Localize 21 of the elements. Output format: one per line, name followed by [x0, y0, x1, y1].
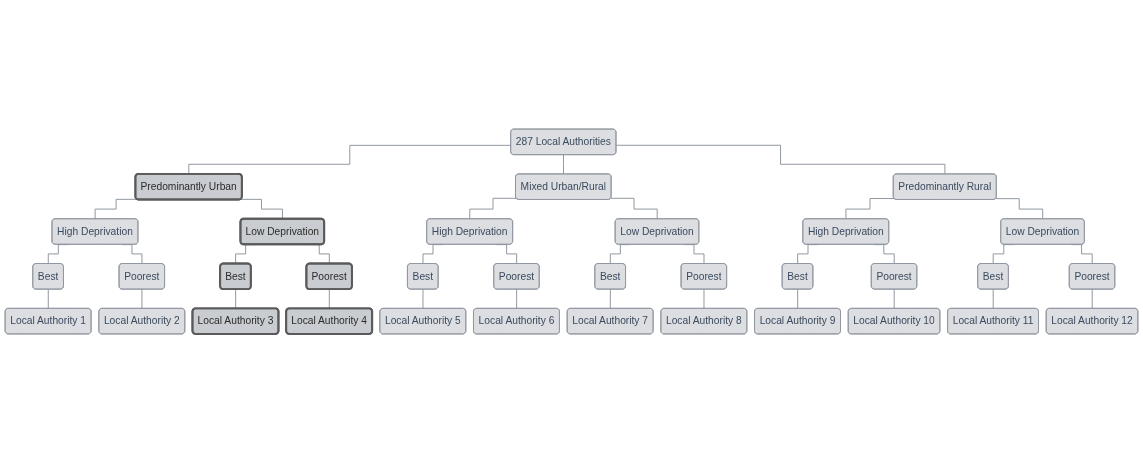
connector — [995, 198, 1044, 220]
connector — [188, 144, 512, 175]
connector — [469, 197, 517, 220]
connector — [845, 198, 895, 220]
connector — [141, 288, 143, 310]
connector — [422, 288, 424, 310]
connector — [615, 144, 946, 175]
connector — [797, 288, 799, 310]
connector — [992, 288, 994, 310]
connector — [240, 198, 284, 220]
connector — [328, 288, 330, 310]
connector — [609, 288, 611, 310]
connector — [610, 197, 658, 220]
connector — [703, 288, 705, 310]
connector — [47, 288, 49, 310]
connector — [893, 288, 895, 310]
connector — [94, 198, 138, 220]
connector — [1091, 288, 1093, 310]
connector — [235, 288, 237, 310]
connector — [563, 154, 565, 175]
connector — [516, 288, 518, 310]
